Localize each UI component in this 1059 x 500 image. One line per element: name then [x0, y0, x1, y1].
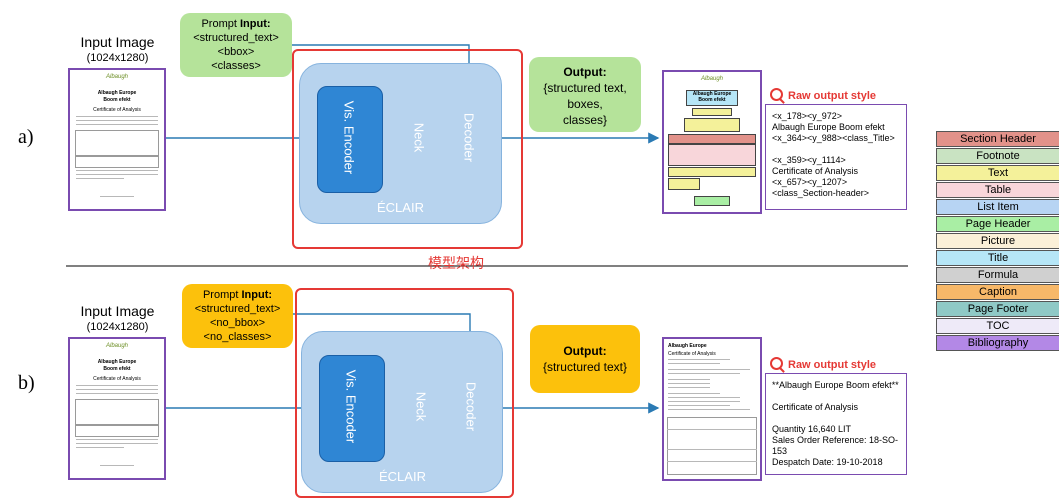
prompt-line-b-1: <structured_text> [194, 303, 281, 315]
legend-item-page-footer: Page Footer [936, 301, 1059, 317]
doc-logo-b: Albaugh [105, 343, 129, 349]
prompt-bold-b: Input: [241, 289, 273, 301]
doc-title-line-2-b: Boom efekt [103, 366, 131, 372]
doc-logo: Albaugh [105, 74, 129, 80]
input-image-title-b: Input Image [80, 303, 155, 319]
legend-item-footnote: Footnote [936, 148, 1059, 164]
input-image-label-b: Input Image (1024x1280) [70, 303, 165, 335]
input-image-size-b: (1024x1280) [86, 321, 149, 333]
input-document-thumbnail-b: Albaugh Albaugh Europe Boom efekt Certif… [68, 337, 166, 480]
legend-item-section-header: Section Header [936, 131, 1059, 147]
prompt-input-box-a: Prompt Input: <structured_text> <bbox> <… [180, 13, 292, 77]
neck-label-b: Neck [413, 391, 429, 422]
vis-encoder-block-b [319, 355, 385, 462]
prompt-line-a-2: <bbox> [217, 46, 255, 58]
legend-item-formula: Formula [936, 267, 1059, 283]
markdown-doc-title-b: Albaugh Europe [668, 343, 707, 349]
annotated-document-thumbnail-a: Albaugh Albaugh Europe Boom efekt [662, 70, 762, 214]
output-line-a-1: {structured text, [543, 81, 627, 95]
legend-item-page-header: Page Header [936, 216, 1059, 232]
markdown-doc-table-b [667, 417, 757, 475]
magnifier-icon-b [770, 357, 783, 370]
raw-output-header-b: Raw output style [770, 357, 876, 371]
output-bold-a: Output: [563, 65, 607, 79]
annotated-doc-title-1: Albaugh Europe [692, 91, 732, 97]
decoder-label-a: Decoder [461, 112, 477, 163]
input-image-size-a: (1024x1280) [86, 52, 149, 64]
vis-encoder-block-a [317, 86, 383, 193]
annotated-doc-title-2: Boom efekt [698, 97, 726, 103]
raw-output-header-a: Raw output style [770, 88, 876, 102]
markdown-document-thumbnail-b: Albaugh Europe Certificate of Analysis [662, 337, 762, 481]
legend-item-text: Text [936, 165, 1059, 181]
doc-subtitle: Certificate of Analysis [93, 107, 141, 113]
neck-label-a: Neck [411, 122, 427, 153]
prompt-line-b-2: <no_bbox> [209, 317, 266, 329]
eclair-name-b: ÉCLAIR [379, 469, 426, 484]
vis-encoder-label-a: Vis. Encoder [341, 100, 357, 175]
input-image-title-a: Input Image [80, 34, 155, 50]
row-label-b: b) [18, 372, 35, 394]
doc-title-line-2: Boom efekt [103, 97, 131, 103]
doc-table [75, 130, 159, 156]
legend-item-bibliography: Bibliography [936, 335, 1059, 351]
raw-output-text-b: **Albaugh Europe Boom efekt** Certificat… [765, 373, 907, 475]
prompt-prefix-a: Prompt [201, 18, 240, 30]
markdown-doc-subtitle-b: Certificate of Analysis [668, 351, 716, 357]
prompt-bold-a: Input: [239, 18, 271, 30]
output-line-a-3: classes} [562, 113, 608, 127]
output-box-b: Output: {structured text} [530, 325, 640, 393]
output-line-a-2: boxes, [567, 97, 603, 111]
decoder-label-b: Decoder [463, 381, 479, 432]
doc-subtitle-b: Certificate of Analysis [93, 376, 141, 382]
input-document-thumbnail-a: Albaugh Albaugh Europe Boom efekt Certif… [68, 68, 166, 211]
annotated-title-box [686, 90, 738, 106]
output-line-b-1: {structured text} [542, 360, 628, 374]
doc-title-line-1-b: Albaugh Europe [97, 359, 137, 365]
model-frame-b [295, 288, 514, 498]
prompt-line-a-1: <structured_text> [193, 32, 279, 44]
legend-item-table: Table [936, 182, 1059, 198]
legend-item-toc: TOC [936, 318, 1059, 334]
legend-item-title: Title [936, 250, 1059, 266]
vis-encoder-label-b: Vis. Encoder [343, 369, 359, 444]
output-box-a: Output: {structured text, boxes, classes… [529, 57, 641, 132]
magnifier-icon [770, 88, 783, 101]
raw-output-text-a: <x_178><y_972> Albaugh Europe Boom efekt… [765, 104, 907, 210]
output-bold-b: Output: [563, 344, 607, 358]
raw-output-header-text-b: Raw output style [788, 359, 877, 371]
prompt-prefix-b: Prompt [202, 289, 242, 301]
annotated-doc-logo-a: Albaugh [700, 76, 724, 82]
prompt-line-a-3: <classes> [211, 60, 261, 72]
eclair-name-a: ÉCLAIR [377, 200, 424, 215]
legend-item-picture: Picture [936, 233, 1059, 249]
prompt-line-b-3: <no_classes> [203, 331, 272, 343]
model-architecture-annotation: 模型架构 [428, 255, 484, 271]
legend-item-caption: Caption [936, 284, 1059, 300]
prompt-input-box-b: Prompt Input: <structured_text> <no_bbox… [182, 284, 293, 348]
raw-output-header-text-a: Raw output style [788, 90, 877, 102]
legend-item-list-item: List Item [936, 199, 1059, 215]
model-frame-a [292, 49, 523, 249]
row-label-a: a) [18, 126, 34, 148]
doc-title-line-1: Albaugh Europe [97, 90, 137, 96]
input-image-label-a: Input Image (1024x1280) [70, 34, 165, 66]
